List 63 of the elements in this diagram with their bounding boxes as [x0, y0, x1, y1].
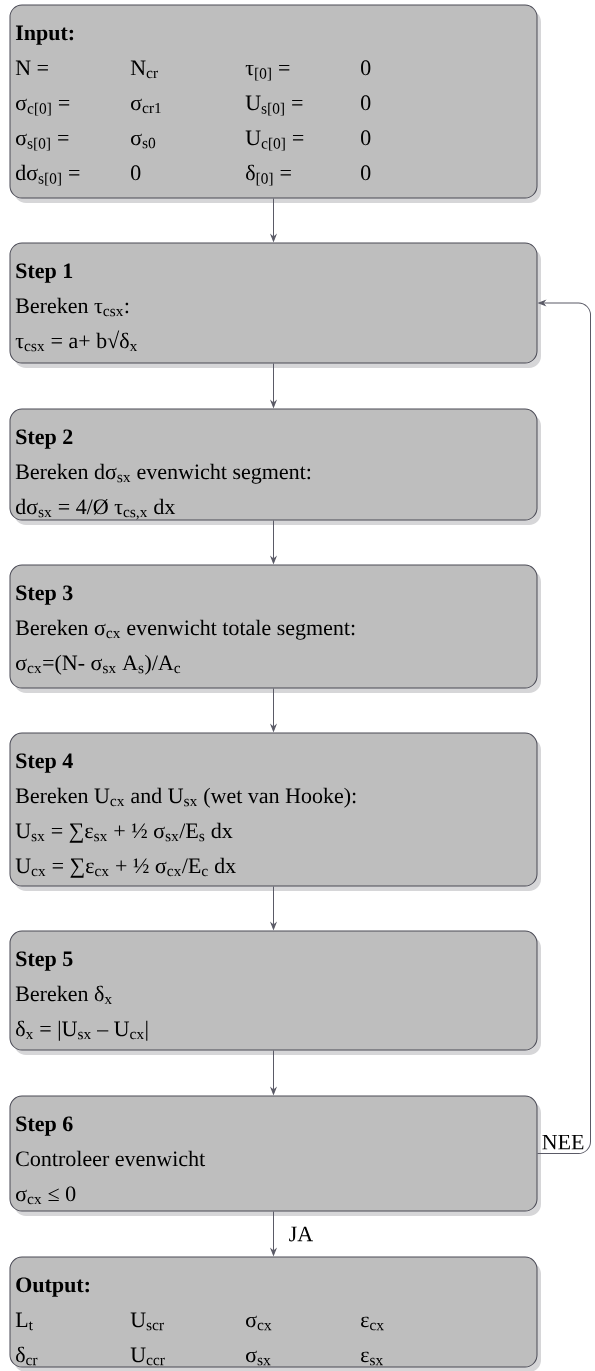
table-cell: 0 — [361, 165, 371, 181]
process-box — [9, 732, 541, 891]
table-cell: ε$_{cx}$ — [361, 1316, 384, 1331]
formula-text: σ$_{cx}$ ≤ 0 — [16, 1186, 76, 1205]
table-cell: σ$_{c[0]}$ = — [16, 98, 70, 116]
formula-text: δ$_{x}$ = |U$_{sx}$ – U$_{cx}$| — [16, 1020, 148, 1041]
table-cell: 0 — [361, 60, 371, 76]
table-cell: N = — [15, 60, 48, 75]
table-cell: σ$_{sx}$ — [246, 1350, 271, 1366]
table-cell: U$_{s[0]}$ = — [245, 95, 303, 116]
formula-text: U$_{sx}$ = ∑ε$_{sx}$ + ½ σ$_{sx}$/E$_{s}$ dx — [15, 822, 233, 843]
formula-text: dσ$_{sx}$ = 4/Ø τ$_{cs,x}$ dx — [16, 498, 176, 520]
table-cell: σ$_{s0}$ — [131, 133, 156, 149]
formula-text: Bereken δ$_{x}$ — [15, 985, 112, 1005]
formula-text: σ$_{cx}$=(N- σ$_{sx}$ A$_{s}$)/A$_{c}$ — [16, 654, 181, 675]
process-box — [9, 242, 541, 368]
table-cell: σ$_{cx}$ — [246, 1315, 272, 1331]
formula-text: U$_{cx}$ = ∑ε$_{cx}$ + ½ σ$_{cx}$/E$_{c}$ dx — [15, 857, 236, 878]
table-cell: σ$_{s[0]}$ = — [16, 133, 69, 151]
table-cell: dσ$_{s[0]}$ = — [16, 164, 80, 186]
table-cell: N$_{cr}$ — [130, 60, 158, 79]
arrow — [270, 520, 277, 564]
process-box — [9, 4, 541, 203]
arrow — [270, 1050, 277, 1095]
table-cell: 0 — [361, 130, 371, 146]
step-heading: Input: — [15, 25, 74, 45]
step-heading: Step 5 — [16, 951, 73, 971]
arrow — [270, 886, 277, 930]
table-cell: τ$_{[0]}$ = — [245, 64, 290, 81]
process-box — [9, 1095, 541, 1216]
table-cell: L$_{t}$ — [15, 1312, 33, 1331]
step-heading: Step 2 — [16, 429, 73, 449]
process-box — [9, 408, 541, 525]
arrow — [537, 300, 591, 1154]
step-heading: Step 4 — [16, 753, 73, 773]
process-box — [9, 1256, 541, 1371]
arrow — [270, 363, 277, 408]
table-cell: δ$_{cr}$ — [16, 1346, 38, 1366]
table-cell: U$_{c[0]}$ = — [245, 130, 304, 151]
arrow — [270, 1211, 277, 1256]
arrow — [270, 198, 277, 242]
step-heading: Step 6 — [16, 1116, 73, 1136]
formula-text: Bereken U$_{cx}$ and U$_{sx}$ (wet van Hooke): — [15, 787, 356, 808]
edge-label: NEE — [542, 1134, 584, 1150]
table-cell: U$_{scr}$ — [130, 1312, 164, 1331]
process-box — [9, 564, 541, 693]
table-cell: 0 — [131, 165, 141, 181]
step-heading: Output: — [16, 1277, 90, 1297]
table-cell: σ$_{cr1}$ — [131, 98, 161, 114]
edge-label: JA — [289, 1226, 313, 1242]
process-box — [9, 930, 541, 1055]
formula-text: Bereken σ$_{cx}$ evenwicht totale segment: — [15, 619, 355, 640]
formula-text: Bereken τ$_{csx}$: — [15, 297, 129, 317]
table-cell: U$_{ccr}$ — [130, 1347, 165, 1366]
arrow — [270, 688, 277, 732]
formula-text: Bereken dσ$_{sx}$ evenwicht segment: — [15, 463, 311, 484]
step-heading: Step 1 — [16, 263, 73, 283]
step-heading: Step 3 — [16, 585, 73, 605]
table-cell: 0 — [361, 95, 371, 111]
table-cell: δ$_{[0]}$ = — [246, 164, 291, 186]
formula-text: τ$_{csx}$ = a+ b√δ$_{x}$ — [15, 330, 138, 352]
formula-text: Controleer evenwicht — [16, 1150, 206, 1167]
table-cell: ε$_{sx}$ — [361, 1351, 383, 1366]
